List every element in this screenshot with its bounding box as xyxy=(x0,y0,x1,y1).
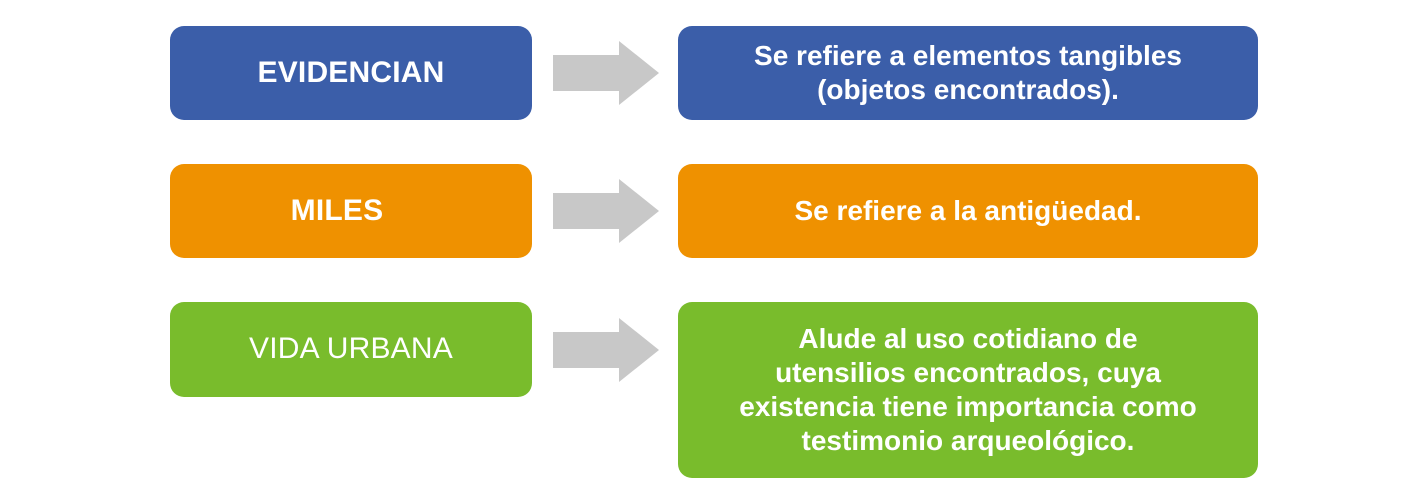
term-label: MILES xyxy=(290,193,384,227)
right-block-arrow-icon xyxy=(553,179,659,243)
term-box-evidencian[interactable]: EVIDENCIAN xyxy=(170,26,532,120)
right-block-arrow-icon xyxy=(553,318,659,382)
term-box-vida-urbana[interactable]: VIDA URBANA xyxy=(170,302,532,397)
definition-label: Alude al uso cotidiano de utensilios enc… xyxy=(739,322,1197,457)
definition-box-miles[interactable]: Se refiere a la antigüedad. xyxy=(678,164,1258,258)
right-block-arrow-icon xyxy=(553,41,659,105)
term-label: EVIDENCIAN xyxy=(257,55,445,89)
term-box-miles[interactable]: MILES xyxy=(170,164,532,258)
diagram-row-vida-urbana: VIDA URBANA Alude al uso cotidiano de ut… xyxy=(0,302,1424,478)
definition-label: Se refiere a elementos tangibles (objeto… xyxy=(754,39,1182,105)
definition-box-vida-urbana[interactable]: Alude al uso cotidiano de utensilios enc… xyxy=(678,302,1258,478)
definition-box-evidencian[interactable]: Se refiere a elementos tangibles (objeto… xyxy=(678,26,1258,120)
term-label: VIDA URBANA xyxy=(249,332,453,366)
definition-label: Se refiere a la antigüedad. xyxy=(794,194,1142,226)
diagram-row-evidencian: EVIDENCIAN Se refiere a elementos tangib… xyxy=(0,26,1424,120)
diagram-row-miles: MILES Se refiere a la antigüedad. xyxy=(0,164,1424,258)
